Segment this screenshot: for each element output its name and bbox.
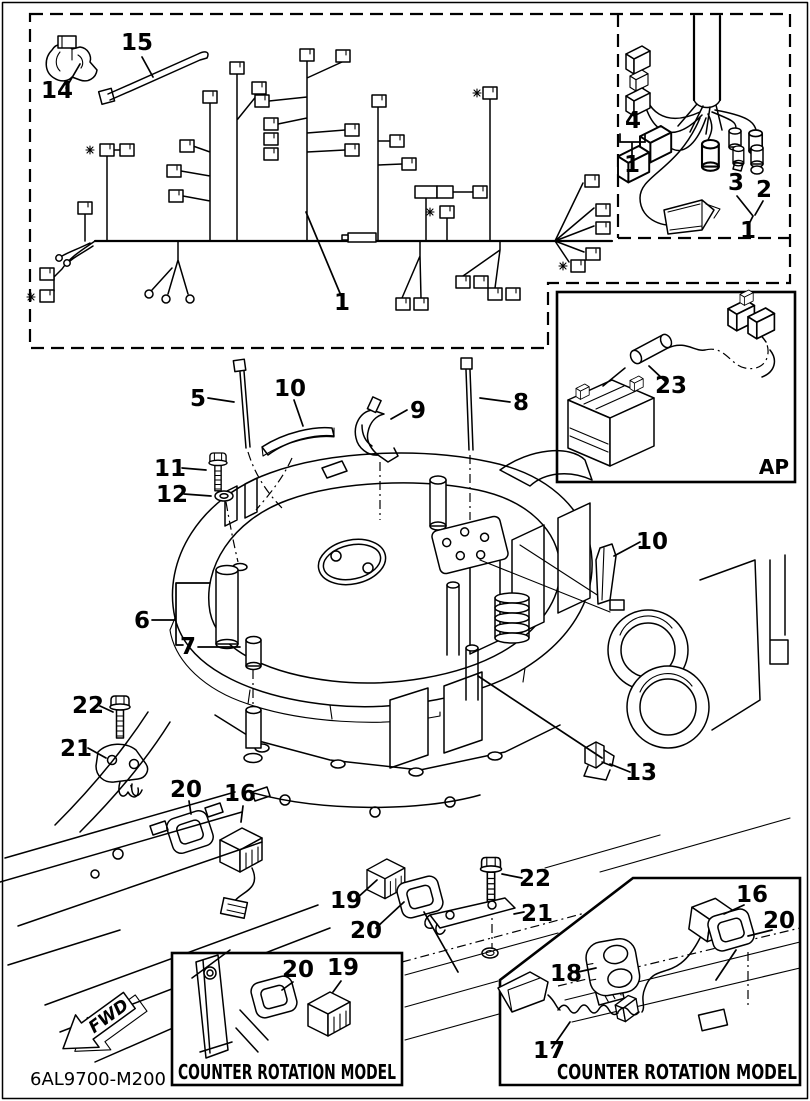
cable-tie-15 bbox=[97, 51, 209, 106]
leader-lines bbox=[65, 56, 773, 1049]
part-label-19-23: 19 bbox=[330, 888, 362, 914]
counter-rotation-caption-right: COUNTER ROTATION MODEL bbox=[557, 1060, 797, 1084]
part-label-13-22: 13 bbox=[625, 760, 657, 786]
counter-rotation-box-left: COUNTER ROTATION MODEL bbox=[170, 949, 404, 1087]
part-label-1-4: 1 bbox=[624, 152, 640, 178]
part-label-23-8: 23 bbox=[655, 373, 687, 399]
part-label-8-12: 8 bbox=[513, 390, 529, 416]
ring-terminals bbox=[55, 254, 195, 304]
part-label-16-29: 16 bbox=[736, 882, 768, 908]
main-connector-1 bbox=[663, 199, 715, 235]
battery-box: AP bbox=[555, 289, 797, 484]
inline-connector-tab bbox=[341, 234, 349, 241]
part-label-10-10: 10 bbox=[274, 376, 306, 402]
part-label-16-21: 16 bbox=[224, 781, 256, 807]
connector-cube bbox=[625, 45, 651, 75]
damper-10-right bbox=[595, 543, 617, 605]
inline-connector bbox=[347, 232, 377, 243]
counter-rotation-box-right: COUNTER ROTATION MODEL bbox=[497, 876, 802, 1087]
bracket-21-mid bbox=[424, 897, 516, 935]
terminal-cap bbox=[700, 138, 720, 172]
washer-2 bbox=[750, 165, 764, 175]
part-label-12-14: 12 bbox=[156, 482, 188, 508]
part-label-15-1: 15 bbox=[121, 30, 153, 56]
bolt-11 bbox=[208, 452, 228, 492]
part-label-21-26: 21 bbox=[521, 901, 553, 927]
harness-connectors bbox=[39, 48, 611, 311]
plug-connector bbox=[414, 185, 438, 199]
part-label-20-30: 20 bbox=[763, 908, 795, 934]
harness-branches bbox=[53, 60, 595, 299]
part-label-19-28: 19 bbox=[327, 955, 359, 981]
part-label-18-31: 18 bbox=[550, 961, 582, 987]
part-label-5-9: 5 bbox=[190, 386, 206, 412]
clip-3 bbox=[732, 161, 744, 172]
damper-10-left bbox=[255, 426, 335, 511]
harness-end-detail-drawing bbox=[617, 14, 764, 235]
battery-drawing bbox=[567, 375, 655, 467]
part-label-14-0: 14 bbox=[41, 78, 73, 104]
collar-7 bbox=[243, 635, 263, 764]
engine-assembly-drawing bbox=[95, 357, 791, 1041]
cable-tie-8 bbox=[460, 357, 474, 520]
part-label-9-11: 9 bbox=[410, 398, 426, 424]
part-label-20-24: 20 bbox=[350, 918, 382, 944]
bolt-22-left bbox=[109, 695, 131, 739]
part-label-20-20: 20 bbox=[170, 777, 202, 803]
part-label-10-17: 10 bbox=[636, 529, 668, 555]
part-label-21-19: 21 bbox=[60, 736, 92, 762]
cable-tie-5 bbox=[232, 358, 285, 511]
battery-box-caption: AP bbox=[759, 455, 789, 479]
hull-drawing bbox=[0, 711, 341, 1063]
part-label-1-2: 1 bbox=[334, 290, 350, 316]
counter-rotation-caption-left: COUNTER ROTATION MODEL bbox=[178, 1060, 396, 1084]
fwd-arrow-label: FWD bbox=[85, 995, 133, 1037]
wiring-harness-box bbox=[28, 12, 792, 350]
part-label-4-3: 4 bbox=[625, 108, 641, 134]
battery-lead-23 bbox=[602, 289, 776, 387]
cap-2 bbox=[750, 144, 764, 168]
sensor-16-left bbox=[219, 827, 263, 920]
part-label-11-13: 11 bbox=[154, 456, 186, 482]
part-label-7-16: 7 bbox=[180, 634, 196, 660]
drawing-number: 6AL9700-M200 bbox=[30, 1069, 166, 1090]
part-label-2-6: 2 bbox=[756, 177, 772, 203]
clip-13 bbox=[583, 741, 615, 781]
grommet-18 bbox=[585, 938, 641, 997]
part-label-22-25: 22 bbox=[519, 866, 551, 892]
bolt-22-mid bbox=[479, 856, 503, 903]
part-label-3-5: 3 bbox=[728, 170, 744, 196]
clamp-14 bbox=[45, 35, 98, 82]
clamp-9 bbox=[354, 396, 399, 520]
wiring-harness-drawing bbox=[26, 35, 614, 311]
pipe-6 bbox=[215, 564, 239, 650]
part-label-1-7: 1 bbox=[740, 218, 756, 244]
lead-wire-17 bbox=[497, 971, 640, 1016]
part-label-6-15: 6 bbox=[134, 608, 150, 634]
part-label-17-32: 17 bbox=[533, 1038, 565, 1064]
socket-connector bbox=[436, 185, 454, 199]
part-label-20-27: 20 bbox=[282, 957, 314, 983]
part-label-22-18: 22 bbox=[72, 693, 104, 719]
